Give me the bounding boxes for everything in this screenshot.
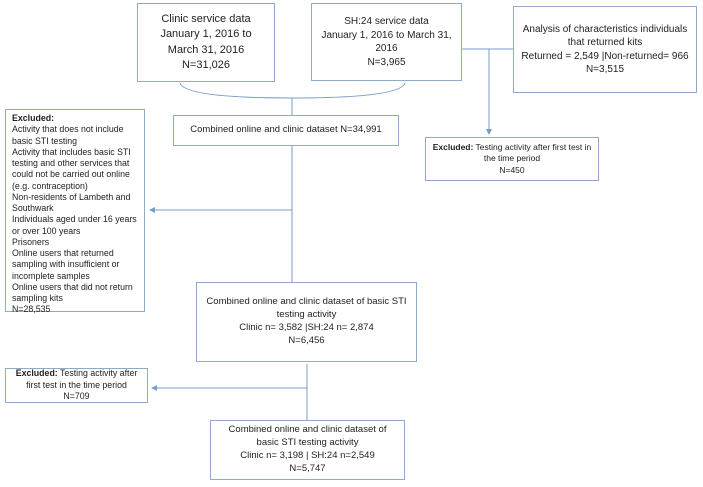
- box-line: Analysis of characteristics individuals …: [522, 23, 688, 49]
- box-line: Testing activity after first test in the…: [473, 141, 592, 164]
- exclusion-item: Online users that did not return samplin…: [12, 281, 133, 303]
- excluded-left2-box: Excluded: Testing activity after first t…: [5, 368, 148, 403]
- excluded-label: Excluded:: [432, 141, 474, 152]
- clinic-data-box: Clinic service data January 1, 2016 to M…: [137, 3, 275, 82]
- sh24-data-box: SH:24 service data January 1, 2016 to Ma…: [311, 3, 462, 81]
- excluded-label: Excluded:: [15, 367, 58, 378]
- exclusion-item: Activity that does not include basic STI…: [12, 124, 124, 146]
- box-line: Testing activity after first test in the…: [26, 367, 138, 402]
- box-line: N=3,965: [367, 56, 406, 68]
- exclusion-item: Individuals aged under 16 years or over …: [12, 214, 137, 236]
- box-line: N=450: [499, 164, 525, 175]
- merge-curve: [179, 82, 406, 99]
- exclusion-item: N=28,535: [12, 304, 51, 315]
- excluded-left-box: Excluded: Activity that does not include…: [5, 109, 145, 315]
- excluded-label: Excluded:: [12, 113, 55, 123]
- exclusion-item: Non-residents of Lambeth and Southwark: [12, 191, 131, 213]
- combined-dataset-box: Combined online and clinic dataset N=34,…: [173, 115, 399, 146]
- exclusion-item: Activity that includes basic STI testing…: [12, 146, 131, 191]
- box-line: Returned = 2,549 |Non-returned= 966: [521, 50, 689, 62]
- box-line: Combined online and clinic dataset of ba…: [228, 424, 387, 449]
- box-line: Clinic n= 3,582 |SH:24 n= 2,874: [239, 322, 374, 333]
- box-line: SH:24 service data: [344, 16, 429, 27]
- combined-basic-sti-box: Combined online and clinic dataset of ba…: [196, 282, 417, 362]
- exclusion-item: Prisoners: [12, 236, 50, 247]
- excluded-right-box: Excluded: Testing activity after first t…: [425, 137, 599, 181]
- box-line: Clinic n= 3,198 | SH:24 n=2,549: [240, 450, 375, 461]
- box-line: N=6,456: [288, 334, 325, 346]
- final-dataset-box: Combined online and clinic dataset of ba…: [210, 420, 405, 480]
- box-line: Combined online and clinic dataset of ba…: [206, 296, 407, 321]
- box-line: Clinic service data: [161, 12, 251, 25]
- box-line: N=5,747: [289, 462, 326, 474]
- analysis-box: Analysis of characteristics individuals …: [513, 6, 697, 93]
- box-line: N=3,515: [585, 64, 625, 75]
- box-line: N=31,026: [181, 58, 230, 71]
- exclusion-item: Online users that returned sampling with…: [12, 248, 120, 281]
- box-line: Combined online and clinic dataset N=34,…: [190, 124, 382, 136]
- box-line: January 1, 2016 to March 31, 2016: [321, 29, 452, 55]
- box-line: January 1, 2016 to March 31, 2016: [160, 28, 252, 56]
